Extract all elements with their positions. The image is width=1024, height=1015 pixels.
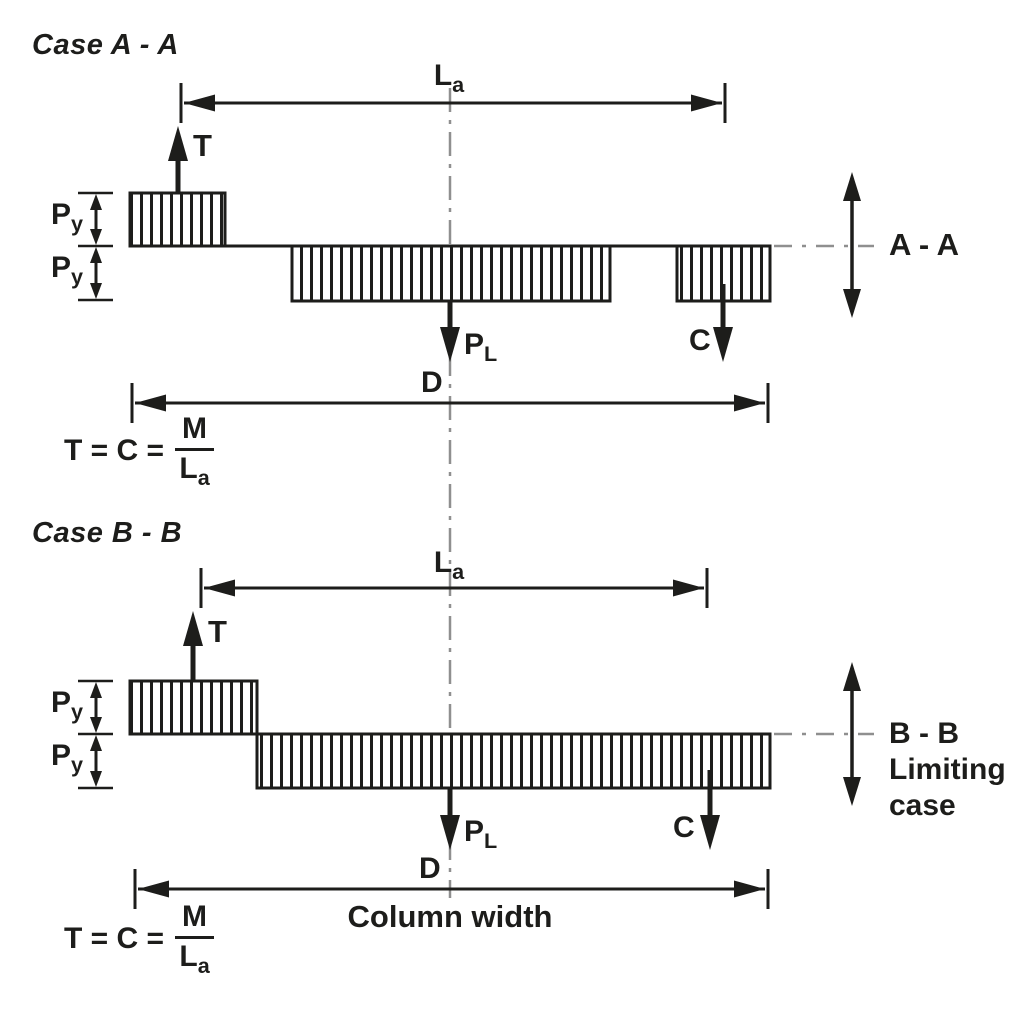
formula-denominator-a: La xyxy=(179,452,210,491)
case-a-title: Case A - A xyxy=(32,29,179,61)
force-formula-b: T = C = M La xyxy=(64,902,215,979)
la-arrowhead-right-b xyxy=(673,579,704,597)
py-lower-label-a: Py xyxy=(51,251,84,290)
la-label-a: La xyxy=(433,59,465,98)
py-arrowhead-upper-top-b xyxy=(90,682,102,698)
formula-fraction-b: M La xyxy=(175,902,215,979)
load-arrowhead-b xyxy=(440,815,460,850)
bearing-pressure-block-b xyxy=(255,732,772,790)
formula-denominator-b: La xyxy=(179,940,210,979)
formula-numerator-b: M xyxy=(175,902,215,939)
column-width-label: Column width xyxy=(347,899,553,934)
tension-arrowhead-a xyxy=(168,126,188,161)
compression-label-b: C xyxy=(673,811,695,844)
py-lower-label-b: Py xyxy=(51,739,84,778)
bearing-pressure-block-a1 xyxy=(290,244,612,303)
section-arrowhead-top-b xyxy=(843,662,861,691)
py-arrowhead-lower-bottom-b xyxy=(90,771,102,787)
py-arrowhead-lower-top-a xyxy=(90,247,102,263)
section-arrowhead-bottom-b xyxy=(843,777,861,806)
d-arrowhead-left-a xyxy=(135,394,166,412)
py-upper-label-b: Py xyxy=(51,686,84,725)
section-label-a: A - A xyxy=(889,227,960,262)
case-b-title: Case B - B xyxy=(32,517,183,549)
tension-label-b: T xyxy=(208,614,227,649)
section-label-b: B - B xyxy=(889,717,959,750)
tension-arrowhead-b xyxy=(183,611,203,646)
uplift-pressure-block-b xyxy=(128,679,259,736)
d-arrowhead-right-b xyxy=(734,880,765,898)
py-upper-label-a: Py xyxy=(51,198,84,237)
d-arrowhead-right-a xyxy=(734,394,765,412)
force-formula-a: T = C = M La xyxy=(64,414,215,491)
la-arrowhead-right-a xyxy=(691,94,722,112)
py-arrowhead-lower-top-b xyxy=(90,735,102,751)
formula-lhs-b: T = C = xyxy=(64,922,165,956)
py-arrowhead-upper-bottom-b xyxy=(90,717,102,733)
tension-label-a: T xyxy=(193,128,212,163)
formula-fraction-a: M La xyxy=(175,414,215,491)
py-arrowhead-upper-bottom-a xyxy=(90,229,102,245)
la-arrowhead-left-b xyxy=(204,579,235,597)
load-arrowhead-a xyxy=(440,327,460,362)
formula-lhs-a: T = C = xyxy=(64,434,165,468)
compression-arrowhead-a xyxy=(713,327,733,362)
section-arrowhead-bottom-a xyxy=(843,289,861,318)
section-label-b-block: B - B Limiting case xyxy=(889,716,1006,824)
la-label-b: La xyxy=(433,546,465,585)
d-arrowhead-left-b xyxy=(138,880,169,898)
la-arrowhead-left-a xyxy=(184,94,215,112)
limiting-note-line1: Limiting xyxy=(889,753,1006,786)
py-arrowhead-upper-top-a xyxy=(90,194,102,210)
load-label-b: PL xyxy=(464,815,498,854)
depth-label-a: D xyxy=(421,366,443,399)
formula-numerator-a: M xyxy=(175,414,215,451)
limiting-note-line2: case xyxy=(889,789,956,822)
compression-arrowhead-b xyxy=(700,815,720,850)
load-label-a: PL xyxy=(464,328,498,367)
section-arrowhead-top-a xyxy=(843,172,861,201)
uplift-pressure-block-a xyxy=(128,191,227,248)
compression-label-a: C xyxy=(689,324,711,357)
depth-label-b: D xyxy=(419,852,441,885)
py-arrowhead-lower-bottom-a xyxy=(90,283,102,299)
